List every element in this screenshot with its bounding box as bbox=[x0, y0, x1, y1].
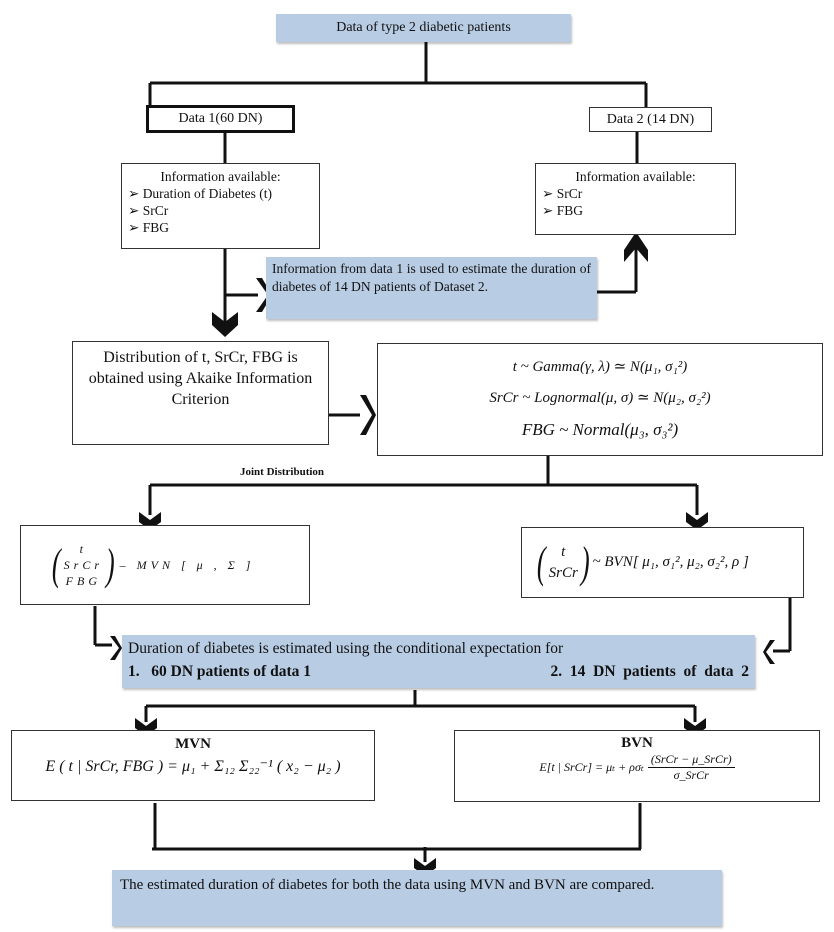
arrow-left-icon bbox=[763, 640, 775, 664]
data1-info-box: Information available: Duration of Diabe… bbox=[121, 163, 320, 249]
bvn-denominator: σ_SrCr bbox=[673, 768, 709, 782]
vector-entry: SrCr bbox=[548, 564, 578, 581]
left-paren: ( bbox=[536, 537, 546, 587]
data2-info-heading: Information available: bbox=[575, 169, 696, 184]
final-box: The estimated duration of diabetes for b… bbox=[112, 870, 722, 926]
data1-info-heading: Information available: bbox=[160, 169, 281, 184]
conditional-item-1: 1. 60 DN patients of data 1 bbox=[128, 663, 311, 680]
vector-entry: t bbox=[79, 541, 87, 556]
data1-info-item: FBG bbox=[128, 219, 313, 236]
data2-info-item: SrCr bbox=[542, 185, 729, 202]
distribution-t: t ~ Gamma(γ, λ) ≃ N(μ₁, σ₁²) bbox=[512, 359, 688, 375]
bvn-joint-box: ( t SrCr ) ~ BVN[ μ₁, σ₁², μ₂, σ₂², ρ ] bbox=[521, 527, 804, 598]
arrow-up-icon bbox=[624, 232, 648, 262]
data1-box: Data 1(60 DN) bbox=[146, 105, 295, 133]
distributions-box: t ~ Gamma(γ, λ) ≃ N(μ₁, σ₁²) SrCr ~ Logn… bbox=[377, 343, 823, 456]
data2-info-item: FBG bbox=[542, 202, 729, 219]
data2-info-box: Information available: SrCr FBG bbox=[535, 163, 736, 235]
right-paren: ) bbox=[580, 537, 590, 587]
bvn-result-title: BVN bbox=[621, 735, 653, 751]
data1-info-list: Duration of Diabetes (t) SrCr FBG bbox=[128, 185, 313, 236]
bvn-numerator: (SrCr − μ_SrCr) bbox=[647, 752, 735, 768]
mvn-result-title: MVN bbox=[175, 736, 211, 752]
title-box: Data of type 2 diabetic patients bbox=[276, 14, 571, 42]
mvn-result-formula: E ( t | SrCr, FBG ) = μ₁ + Σ₁₂ Σ₂₂⁻¹ ( x… bbox=[45, 758, 341, 775]
data2-label: Data 2 (14 DN) bbox=[606, 112, 695, 127]
mvn-result-box: MVN E ( t | SrCr, FBG ) = μ₁ + Σ₁₂ Σ₂₂⁻¹… bbox=[11, 730, 375, 801]
arrow-down-icon bbox=[212, 312, 238, 337]
transfer-note-text: Information from data 1 is used to estim… bbox=[272, 261, 591, 294]
right-paren: ) bbox=[105, 540, 115, 589]
distribution-srcr: SrCr ~ Lognormal(μ, σ) ≃ N(μ₂, σ₂²) bbox=[489, 390, 711, 406]
distribution-fbg: FBG ~ Normal(μ₃, σ₃²) bbox=[521, 420, 679, 439]
bvn-joint-rhs: ~ BVN[ μ₁, σ₁², μ₂, σ₂², ρ ] bbox=[592, 554, 749, 570]
vector-entry: SrCr bbox=[63, 557, 103, 572]
joint-distribution-label: Joint Distribution bbox=[240, 466, 324, 478]
joint-distribution-text: Joint Distribution bbox=[240, 466, 325, 478]
conditional-box: Duration of diabetes is estimated using … bbox=[122, 635, 755, 688]
bvn-lhs: E[t | SrCr] = μₜ + ρσₜ bbox=[539, 760, 644, 774]
data2-box: Data 2 (14 DN) bbox=[589, 107, 712, 132]
aic-box: Distribution of t, SrCr, FBG is obtained… bbox=[72, 341, 329, 445]
data1-info-item: Duration of Diabetes (t) bbox=[128, 185, 313, 202]
mvn-joint-rhs: – MVN [ μ , Σ ] bbox=[119, 557, 255, 572]
mvn-vector: t SrCr FBG bbox=[64, 541, 103, 590]
aic-text: Distribution of t, SrCr, FBG is obtained… bbox=[88, 349, 313, 408]
arrow-right-icon bbox=[110, 636, 122, 660]
bvn-result-formula: E[t | SrCr] = μₜ + ρσₜ (SrCr − μ_SrCr) σ… bbox=[455, 752, 819, 783]
data2-info-list: SrCr FBG bbox=[542, 185, 729, 219]
vector-entry: t bbox=[561, 544, 566, 561]
mvn-joint-box: ( t SrCr FBG ) – MVN [ μ , Σ ] bbox=[20, 525, 310, 605]
left-paren: ( bbox=[51, 540, 61, 589]
title-text: Data of type 2 diabetic patients bbox=[336, 20, 511, 35]
bvn-fraction: (SrCr − μ_SrCr) σ_SrCr bbox=[647, 752, 735, 783]
conditional-text: Duration of diabetes is estimated using … bbox=[128, 640, 564, 657]
data1-label: Data 1(60 DN) bbox=[178, 111, 263, 126]
data1-info-item: SrCr bbox=[128, 202, 313, 219]
transfer-note-box: Information from data 1 is used to estim… bbox=[266, 257, 597, 319]
conditional-item-2: 2. 14 DN patients of data 2 bbox=[550, 663, 750, 680]
bvn-vector: t SrCr bbox=[549, 542, 578, 583]
final-text: The estimated duration of diabetes for b… bbox=[120, 877, 655, 893]
arrow-right-icon bbox=[360, 395, 376, 435]
bvn-result-box: BVN E[t | SrCr] = μₜ + ρσₜ (SrCr − μ_SrC… bbox=[454, 730, 820, 802]
vector-entry: FBG bbox=[65, 574, 101, 589]
